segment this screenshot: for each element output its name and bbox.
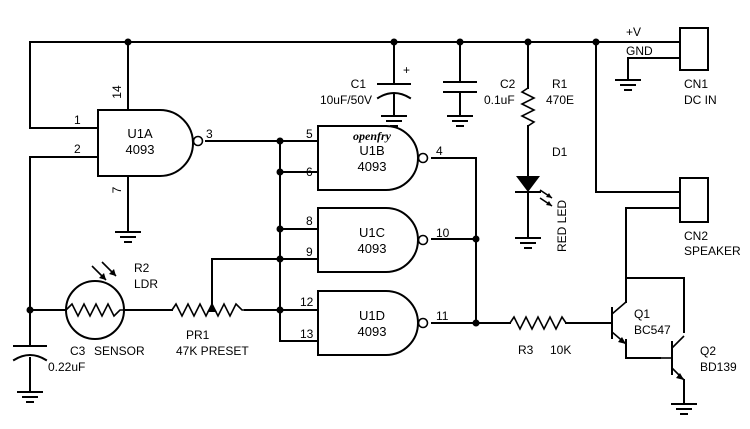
capacitor-c1: + C1 10uF/50V bbox=[320, 63, 412, 107]
ground-icon bbox=[115, 231, 141, 243]
c3-value: 0.22uF bbox=[48, 360, 85, 374]
u1c-pin-9: 9 bbox=[306, 245, 313, 259]
connector-cn2: CN2 SPEAKER bbox=[679, 177, 741, 258]
ground-icon bbox=[671, 403, 697, 415]
u1a-pin-7: 7 bbox=[110, 186, 124, 193]
r2-value: LDR bbox=[134, 277, 158, 291]
wires bbox=[29, 41, 685, 405]
c1-polarity: + bbox=[403, 63, 410, 77]
u1a-name: U1A bbox=[127, 126, 153, 141]
u1b-name: U1B bbox=[359, 143, 384, 158]
cn2-value: SPEAKER bbox=[684, 244, 741, 258]
c2-value: 0.1uF bbox=[484, 93, 515, 107]
gate-u1b: openfry U1B 4093 5 6 4 bbox=[306, 125, 443, 191]
cn1-pin-vplus: +V bbox=[626, 25, 641, 39]
u1d-pin-12: 12 bbox=[300, 295, 314, 309]
pr1-ref: PR1 bbox=[186, 328, 210, 342]
u1a-pin-3: 3 bbox=[206, 127, 213, 141]
u1c-pin-10: 10 bbox=[436, 226, 450, 240]
preset-pr1: PR1 47K PRESET bbox=[171, 302, 249, 358]
u1a-pin-1: 1 bbox=[74, 113, 81, 127]
c2-ref: C2 bbox=[500, 77, 516, 91]
u1d-name: U1D bbox=[359, 308, 385, 323]
ground-icon bbox=[17, 391, 43, 403]
cn1-ref: CN1 bbox=[684, 77, 708, 91]
c3-ref: C3 bbox=[70, 344, 86, 358]
u1a-part: 4093 bbox=[126, 142, 155, 157]
transistor-q1: Q1 BC547 bbox=[611, 277, 671, 345]
q1-value: BC547 bbox=[634, 323, 671, 337]
ground-symbols bbox=[17, 79, 697, 415]
ground-icon bbox=[615, 79, 641, 91]
ground-icon bbox=[381, 115, 407, 127]
resistor-r3: R3 10K bbox=[509, 315, 571, 357]
u1b-pin-6: 6 bbox=[306, 165, 313, 179]
r3-value: 10K bbox=[550, 343, 571, 357]
r2-ref: R2 bbox=[134, 261, 150, 275]
led-d1: D1 RED LED bbox=[515, 145, 569, 252]
capacitor-c2: C2 0.1uF bbox=[443, 77, 516, 107]
u1b-pin-5: 5 bbox=[306, 127, 313, 141]
cn1-value: DC IN bbox=[684, 93, 717, 107]
u1c-pin-8: 8 bbox=[306, 214, 313, 228]
transistor-q2: Q2 BD139 bbox=[660, 335, 737, 387]
capacitor-c3: C3 0.22uF bbox=[12, 344, 86, 374]
c1-value: 10uF/50V bbox=[320, 93, 372, 107]
u1d-part: 4093 bbox=[358, 324, 387, 339]
u1b-brand: openfry bbox=[353, 129, 392, 143]
gate-u1c: U1C 4093 8 9 10 bbox=[306, 207, 450, 273]
r1-ref: R1 bbox=[552, 77, 568, 91]
u1d-pin-13: 13 bbox=[300, 327, 314, 341]
q2-ref: Q2 bbox=[700, 344, 716, 358]
d1-ref: D1 bbox=[552, 145, 568, 159]
pr1-value: 47K PRESET bbox=[176, 344, 249, 358]
r2-note: SENSOR bbox=[94, 344, 145, 358]
ground-icon bbox=[515, 237, 541, 249]
gate-u1d: U1D 4093 12 13 11 bbox=[300, 290, 449, 356]
resistor-r1: R1 470E bbox=[520, 77, 574, 127]
connector-cn1: +V GND CN1 DC IN bbox=[626, 25, 717, 107]
u1a-pin-2: 2 bbox=[74, 142, 81, 156]
ground-icon bbox=[447, 115, 473, 127]
u1b-part: 4093 bbox=[358, 159, 387, 174]
q2-value: BD139 bbox=[700, 360, 737, 374]
cn2-ref: CN2 bbox=[684, 229, 708, 243]
gate-u1a: U1A 4093 1 2 3 14 7 bbox=[74, 85, 213, 193]
junction-dots bbox=[26, 38, 600, 327]
u1c-part: 4093 bbox=[358, 241, 387, 256]
u1c-name: U1C bbox=[359, 225, 385, 240]
cn1-pin-gnd: GND bbox=[626, 44, 653, 58]
u1d-pin-11: 11 bbox=[436, 309, 449, 323]
r3-ref: R3 bbox=[518, 343, 534, 357]
u1a-pin-14: 14 bbox=[110, 85, 124, 99]
d1-value: RED LED bbox=[555, 200, 569, 252]
c1-ref: C1 bbox=[351, 77, 367, 91]
r1-value: 470E bbox=[546, 93, 574, 107]
q1-ref: Q1 bbox=[634, 307, 650, 321]
ldr-r2: R2 LDR SENSOR bbox=[65, 261, 158, 358]
u1b-pin-4: 4 bbox=[436, 144, 443, 158]
